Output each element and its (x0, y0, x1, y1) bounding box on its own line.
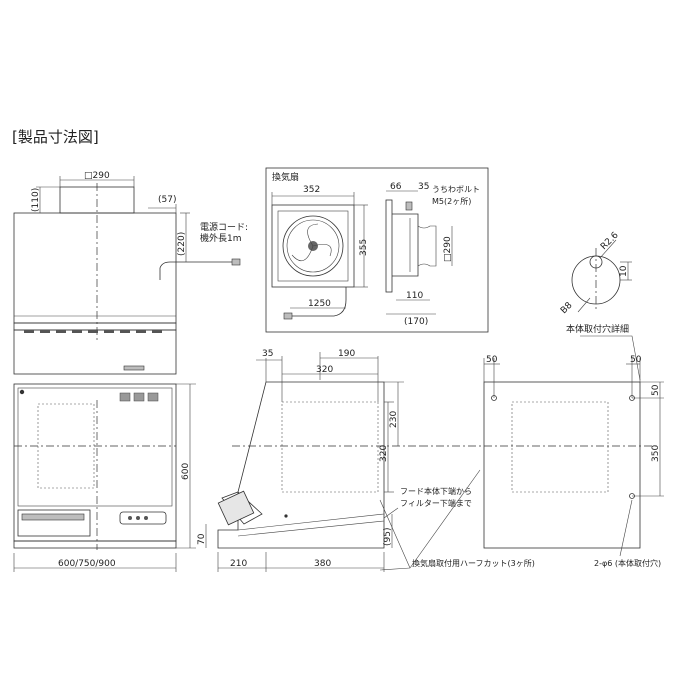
hood-body (13, 212, 177, 324)
fan-blades (291, 223, 332, 262)
cord-label-1: 電源コード: (200, 222, 248, 233)
lower-panel (13, 329, 177, 375)
fan-dim-110: 110 (406, 291, 423, 301)
fan-dim-width: 352 (303, 185, 320, 195)
control-strip (123, 365, 145, 371)
rear-dim-50-side: 50 (651, 384, 661, 396)
fan-side-plate (385, 199, 393, 293)
detail-dim-10: 10 (619, 265, 629, 277)
rear-view: 50 50 50 350 2-φ6 (本体取付穴) (420, 355, 664, 568)
rear-body (483, 381, 641, 549)
filter-label-2: フィルター下端まで (400, 498, 472, 508)
dim-side-offset: (57) (158, 195, 176, 205)
detail-dim-r: R2.6 (599, 230, 621, 252)
side-view: 35 190 320 230 320 (95) フード本体下端から フィルター下… (217, 349, 535, 572)
dim-top-height: (110) (31, 188, 41, 212)
fan-dim-170: (170) (404, 317, 428, 327)
side-dim-210: 210 (230, 559, 247, 569)
detail-label: 本体取付穴詳細 (566, 323, 629, 335)
fan-dim-height: 355 (359, 239, 369, 256)
dim-top-width: □290 (84, 171, 110, 181)
dim-front-height: 600 (181, 463, 191, 480)
hole-detail: 10 R2.6 B8 本体取付穴詳細 (559, 230, 641, 381)
rear-dim-50-right: 50 (630, 355, 642, 365)
detail-dim-b8: B8 (559, 300, 575, 316)
cut-label: 換気扇取付用ハーフカット(3ヶ所) (412, 558, 535, 568)
fan-frame (271, 204, 355, 288)
front-view: □290 (110) (57) (220) 電源コード: 機外長1m (13, 171, 248, 375)
side-dim-95: (95) (383, 528, 393, 546)
side-dim-230: 230 (389, 411, 399, 428)
side-dim-320-w: 320 (316, 365, 333, 375)
side-opening (281, 401, 379, 493)
dim-cord-height: (220) (177, 232, 187, 256)
dim-front-width: 600/750/900 (58, 559, 116, 569)
hole-label: 2-φ6 (本体取付穴) (594, 558, 661, 568)
side-dim-320-h: 320 (379, 445, 389, 462)
control-panel (119, 511, 167, 525)
dim-bottom: 70 (197, 533, 207, 545)
fan-dim-cord: 1250 (308, 299, 331, 309)
fan-label: 換気扇 (272, 171, 299, 183)
power-cord (159, 261, 232, 280)
filter-label-1: フード本体下端から (400, 486, 472, 496)
bolt-label-2: M5(2ヶ所) (432, 196, 471, 206)
side-dim-380: 380 (314, 559, 331, 569)
rear-opening (511, 401, 609, 493)
fan-dim-66: 66 (390, 182, 402, 192)
rear-dim-350: 350 (651, 445, 661, 462)
bolt-label-1: うちわボルト (432, 185, 480, 194)
power-plug (231, 258, 241, 266)
filter-strip (21, 513, 85, 521)
side-dim-190: 190 (338, 349, 355, 359)
rear-dim-50-left: 50 (486, 355, 498, 365)
fan-box (265, 167, 489, 333)
page-title: [製品寸法図] (12, 128, 99, 146)
cord-label-2: 機外長1m (200, 232, 242, 244)
front-lower-view: 600 70 600/750/900 (13, 383, 207, 572)
fan-dim-35: 35 (418, 182, 429, 192)
side-dim-35: 35 (262, 349, 273, 359)
fan-dim-290: □290 (443, 236, 453, 262)
fan-view: 換気扇 352 355 1250 66 35 うちわボルト M5(2ヶ所) □2… (265, 167, 489, 333)
